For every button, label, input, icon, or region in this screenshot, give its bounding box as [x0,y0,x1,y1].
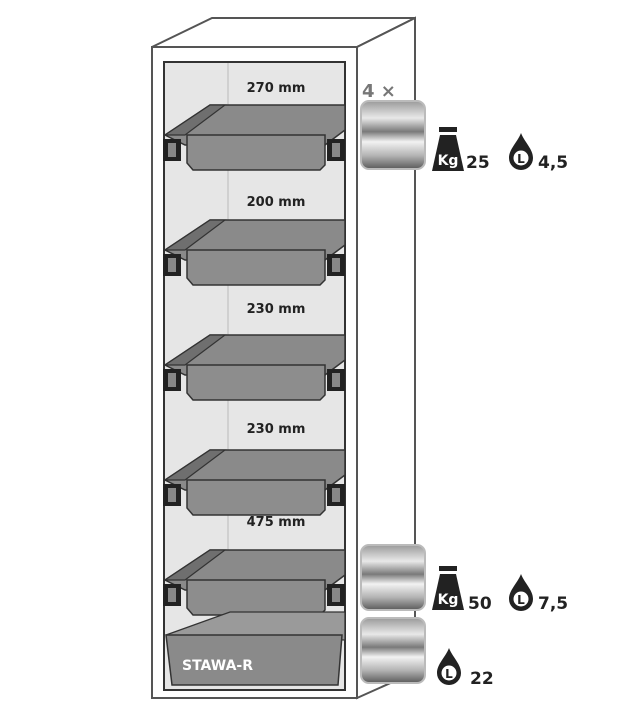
svg-text:L: L [445,667,453,681]
svg-text:L: L [517,593,525,607]
liter-drop-icon: L [509,133,533,170]
shelf-height-label: 230 mm [247,422,306,437]
shelf-material-swatch [360,100,426,170]
sump-label: STAWA-R [182,658,253,674]
shelf-height-label: 230 mm [247,302,306,317]
shelf-height-label: 270 mm [247,81,306,96]
load-capacity-value: 25 [466,153,490,173]
sump-tray [165,611,346,686]
volume-value: 7,5 [538,594,568,614]
shelf-height-label: 200 mm [247,195,306,210]
svg-text:L: L [517,152,525,166]
kg-weight-icon: Kg [432,566,464,610]
volume-value: 4,5 [538,153,568,173]
sump-volume-value: 22 [470,669,494,689]
svg-text:Kg: Kg [438,153,459,169]
liter-drop-icon: L [509,574,533,611]
kg-weight-icon: Kg [432,127,464,171]
svg-text:Kg: Kg [438,592,459,608]
sump-material-swatch [360,617,426,684]
shelf-quantity: 4 × [362,81,396,102]
shelf-height-label: 475 mm [247,515,306,530]
liter-drop-icon: L [437,648,461,685]
shelf-material-swatch [360,544,426,611]
load-capacity-value: 50 [468,594,492,614]
